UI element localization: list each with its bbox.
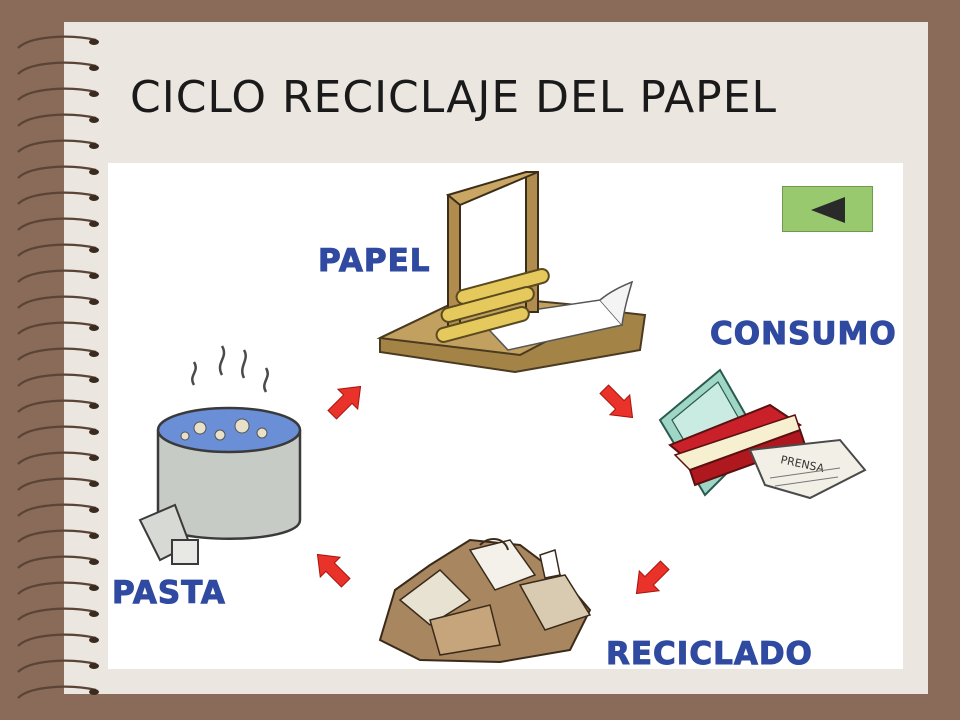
spiral-hole <box>89 403 99 409</box>
spiral-ring <box>17 425 97 439</box>
spiral-hole <box>89 455 99 461</box>
spiral-ring <box>17 685 97 699</box>
spiral-hole <box>89 507 99 513</box>
spiral-hole <box>89 377 99 383</box>
spiral-ring <box>17 503 97 517</box>
spiral-ring <box>17 451 97 465</box>
spiral-hole <box>89 611 99 617</box>
spiral-ring <box>17 191 97 205</box>
spiral-ring <box>17 113 97 127</box>
spiral-hole <box>89 273 99 279</box>
spiral-ring <box>17 87 97 101</box>
spiral-hole <box>89 143 99 149</box>
spiral-ring <box>17 35 97 49</box>
spiral-hole <box>89 637 99 643</box>
spiral-hole <box>89 247 99 253</box>
label-papel: PAPEL <box>318 243 431 280</box>
spiral-ring <box>17 477 97 491</box>
spiral-ring <box>17 607 97 621</box>
spiral-ring <box>17 555 97 569</box>
spiral-binding <box>17 35 99 699</box>
spiral-hole <box>89 585 99 591</box>
spiral-hole <box>89 39 99 45</box>
spiral-hole <box>89 117 99 123</box>
spiral-hole <box>89 221 99 227</box>
spiral-hole <box>89 299 99 305</box>
page-title: CICLO RECICLAJE DEL PAPEL <box>130 72 778 123</box>
back-button[interactable] <box>782 186 873 232</box>
spiral-ring <box>17 321 97 335</box>
spiral-ring <box>17 633 97 647</box>
label-reciclado: RECICLADO <box>606 636 813 673</box>
spiral-hole <box>89 663 99 669</box>
spiral-hole <box>89 169 99 175</box>
spiral-hole <box>89 559 99 565</box>
diagram-panel <box>108 163 903 669</box>
spiral-ring <box>17 659 97 673</box>
spiral-ring <box>17 347 97 361</box>
spiral-hole <box>89 65 99 71</box>
spiral-ring <box>17 269 97 283</box>
spiral-hole <box>89 195 99 201</box>
spiral-ring <box>17 373 97 387</box>
spiral-ring <box>17 217 97 231</box>
spiral-hole <box>89 429 99 435</box>
spiral-ring <box>17 295 97 309</box>
spiral-hole <box>89 91 99 97</box>
spiral-hole <box>89 481 99 487</box>
spiral-ring <box>17 243 97 257</box>
spiral-hole <box>89 689 99 695</box>
spiral-ring <box>17 165 97 179</box>
spiral-ring <box>17 399 97 413</box>
spiral-ring <box>17 581 97 595</box>
triangle-left-icon <box>811 197 845 223</box>
label-pasta: PASTA <box>112 575 226 612</box>
spiral-hole <box>89 533 99 539</box>
spiral-hole <box>89 351 99 357</box>
spiral-ring <box>17 61 97 75</box>
spiral-ring <box>17 529 97 543</box>
label-consumo: CONSUMO <box>710 316 897 353</box>
spiral-hole <box>89 325 99 331</box>
spiral-ring <box>17 139 97 153</box>
